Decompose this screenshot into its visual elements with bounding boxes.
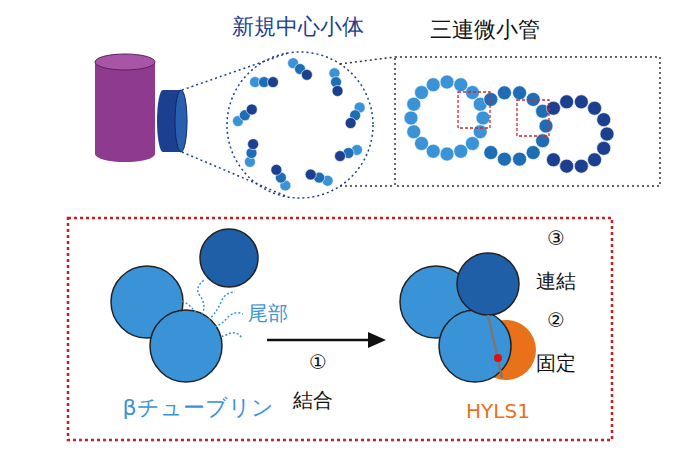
microtubule-dot [560, 95, 574, 109]
microtubule-dot [497, 152, 511, 166]
tubulin-before [111, 229, 258, 382]
microtubule-dot [426, 78, 440, 92]
centriole-cylinder [95, 54, 155, 162]
microtubule-dot [473, 125, 487, 139]
microtubule-dot [345, 118, 356, 129]
highlight-squares [458, 92, 549, 136]
label-text: 三連微小管 [430, 18, 540, 42]
zoom-lines [182, 52, 373, 198]
microtubule-dot [415, 136, 429, 150]
microtubule-dot [332, 85, 343, 96]
microtubule-dot [539, 119, 553, 133]
microtubule-dot [248, 139, 259, 150]
zoom-lines-2 [340, 57, 660, 186]
microtubule-dot [546, 153, 560, 167]
new-centriole-disc [157, 90, 187, 152]
microtubule-dot [597, 141, 611, 155]
label-text: 新規中心小体 [232, 15, 364, 39]
label-text: ③ [547, 227, 565, 249]
microtubule-dot [454, 78, 468, 92]
microtubule-dot [305, 169, 316, 180]
microtubule-dot [513, 86, 527, 100]
microtubule-dot [484, 92, 498, 106]
triplet-ring [232, 58, 365, 191]
microtubule-dot [454, 144, 468, 158]
microtubule-dot [465, 86, 479, 100]
tubulin-after [400, 253, 536, 382]
microtubule-dot [426, 144, 440, 158]
label-text: ① [309, 351, 327, 373]
binding-arrow [267, 332, 386, 348]
microtubule-dot [526, 146, 540, 160]
microtubule-dot [465, 136, 479, 150]
microtubule-dot [597, 113, 611, 127]
microtubule-dot [301, 69, 312, 80]
microtubule-dot [484, 146, 498, 160]
microtubule-dot [271, 164, 282, 175]
microtubule-dot [440, 75, 454, 89]
label-text: 連結 [536, 270, 576, 292]
microtubule-dot [407, 97, 421, 111]
microtubule-dot [560, 159, 574, 173]
label-text: βチューブリン [122, 396, 273, 420]
microtubule-dot [600, 127, 614, 141]
label-text: 固定 [536, 352, 576, 374]
label-text: 結合 [293, 389, 333, 411]
microtubule-dot [335, 151, 346, 162]
microtubule-dot [497, 86, 511, 100]
microtubule-dot [246, 104, 257, 115]
label-text: ② [547, 309, 565, 331]
microtubule-dot [404, 111, 418, 125]
triplet-microtubules [404, 75, 614, 173]
microtubule-dot [407, 125, 421, 139]
detail-panel [68, 218, 612, 440]
microtubule-dot [588, 153, 602, 167]
microtubule-dot [588, 101, 602, 115]
microtubule-dot [536, 134, 550, 148]
microtubule-dot [440, 147, 454, 161]
microtubule-dot [574, 95, 588, 109]
label-text: HYLS1 [466, 400, 530, 422]
microtubule-dot [268, 77, 279, 88]
microtubule-dot [415, 86, 429, 100]
microtubule-dot [574, 159, 588, 173]
microtubule-dot [513, 152, 527, 166]
microtubule-dot [476, 111, 490, 125]
label-text: 尾部 [248, 302, 288, 324]
